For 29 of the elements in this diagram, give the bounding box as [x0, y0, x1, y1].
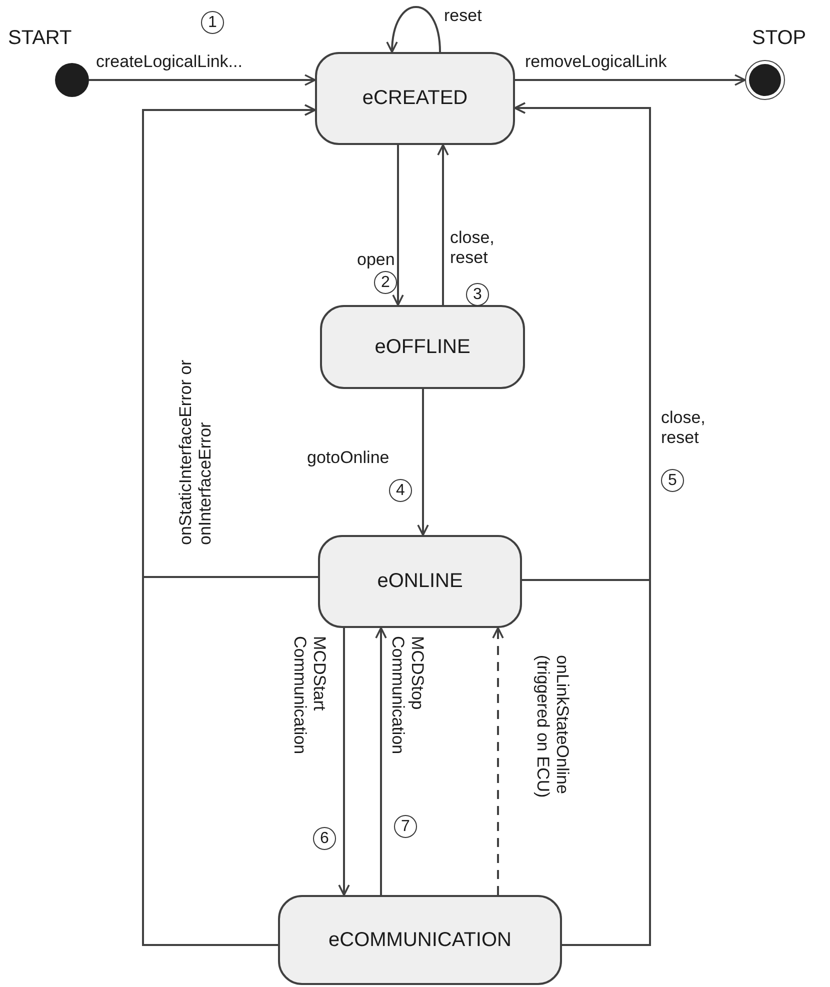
- transition-arrow: [392, 145, 404, 306]
- final-state-dot: [745, 60, 785, 100]
- transition-arrow: [437, 144, 449, 305]
- transition-arrow: [492, 627, 504, 895]
- edge-label: gotoOnline: [307, 448, 390, 468]
- transition-arrow: [375, 627, 387, 895]
- edge-label: createLogicalLink...: [96, 52, 242, 72]
- transition-arrow: [142, 104, 316, 946]
- callout-number: 4: [389, 479, 412, 502]
- initial-state-dot: [55, 63, 89, 97]
- state-box: eONLINE: [318, 535, 522, 628]
- state-box: eCOMMUNICATION: [278, 895, 562, 985]
- callout-number: 5: [661, 469, 684, 492]
- state-name: START: [8, 27, 72, 50]
- callout-number: 6: [313, 827, 336, 850]
- callout-number: 3: [466, 283, 489, 306]
- callout-number: 2: [374, 271, 397, 294]
- transition-arrow: [515, 74, 746, 86]
- state-box: eOFFLINE: [320, 305, 525, 389]
- state-box: eCREATED: [315, 52, 515, 145]
- callout-number: 7: [394, 815, 417, 838]
- callout-number: 1: [201, 11, 224, 34]
- transition-arrow: [514, 102, 651, 946]
- transition-arrow: [89, 74, 316, 86]
- transition-arrow: [338, 628, 350, 896]
- edge-label: removeLogicalLink: [525, 52, 667, 72]
- transition-arrow: [386, 6, 441, 53]
- state-name: STOP: [752, 27, 806, 50]
- transition-arrow: [417, 389, 429, 536]
